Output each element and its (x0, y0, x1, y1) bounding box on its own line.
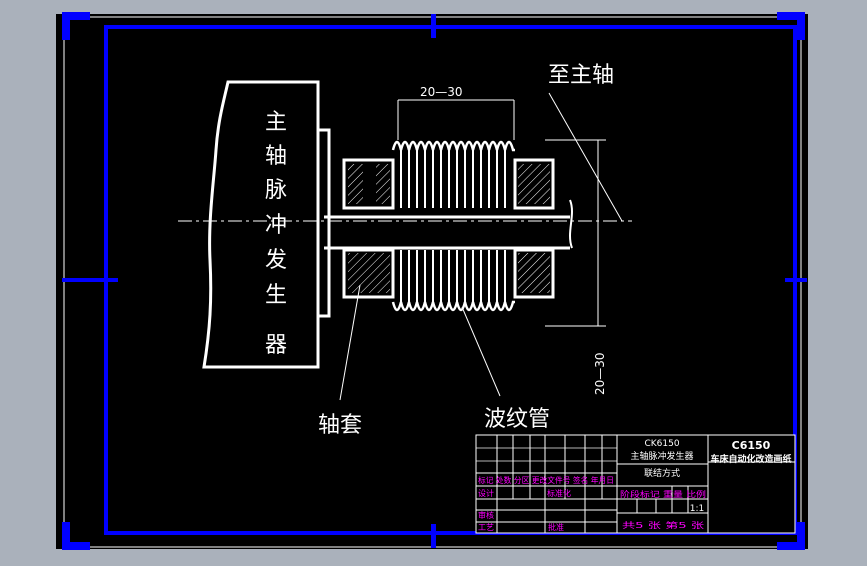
gen-char-7: 器 (265, 333, 287, 358)
tb-stage-header: 阶段标记 重量 比例 (620, 489, 706, 499)
dim-top-lines (397, 99, 515, 140)
tb-rev-headers: 标记 处数 分区 更改文件号 签名 年月日 (478, 475, 614, 485)
label-to-spindle: 至主轴 (548, 63, 614, 88)
gen-char-4: 冲 (265, 213, 287, 238)
bellows-ribs (400, 146, 506, 306)
label-dim-right: 20—30 (593, 352, 607, 395)
pulse-generator-body (202, 80, 320, 369)
tb-scale: 1:1 (690, 504, 704, 514)
generator-flange (316, 128, 331, 318)
gen-char-1: 主 (265, 110, 287, 135)
label-dim-top: 20—30 (420, 85, 463, 99)
tb-standardization: 标准化 (547, 488, 571, 498)
mechanical-drawing (178, 80, 632, 401)
title-block: CK6150 主轴脉冲发生器 联结方式 C6150 车床自动化改造画纸 标记 处… (475, 434, 796, 534)
tb-reviewer: 审核 (478, 510, 494, 520)
label-bellows: 波纹管 (484, 407, 550, 432)
tb-project-line1: C6150 (732, 439, 771, 452)
tb-title-line1: 主轴脉冲发生器 (630, 450, 693, 462)
gen-char-5: 发 (265, 248, 287, 273)
bellows-convolutions (391, 140, 515, 312)
gen-char-6: 生 (265, 283, 287, 308)
center-marks (62, 14, 807, 548)
tb-process: 工艺 (478, 523, 494, 532)
tb-designer: 设计 (478, 488, 494, 498)
tb-model-small: CK6150 (644, 439, 679, 449)
tb-sheets: 共5 张 第5 张 (622, 520, 704, 530)
tb-project-line2: 车床自动化改造画纸 (710, 453, 791, 465)
gen-char-2: 轴 (265, 144, 287, 169)
coupling-lower (513, 248, 555, 299)
sleeve-upper (342, 158, 395, 210)
drawing-labels: 主 轴 脉 冲 发 生 器 至主轴 轴套 波纹管 20—30 20—30 (265, 63, 614, 438)
leader-lines (339, 92, 623, 401)
coupling-upper (513, 158, 555, 210)
label-sleeve: 轴套 (318, 413, 362, 438)
tb-title-line2: 联结方式 (644, 467, 680, 479)
sleeve-lower (342, 248, 395, 299)
corner-grips (62, 12, 805, 550)
gen-char-3: 脉 (265, 178, 287, 203)
tb-approve: 批准 (548, 522, 564, 532)
